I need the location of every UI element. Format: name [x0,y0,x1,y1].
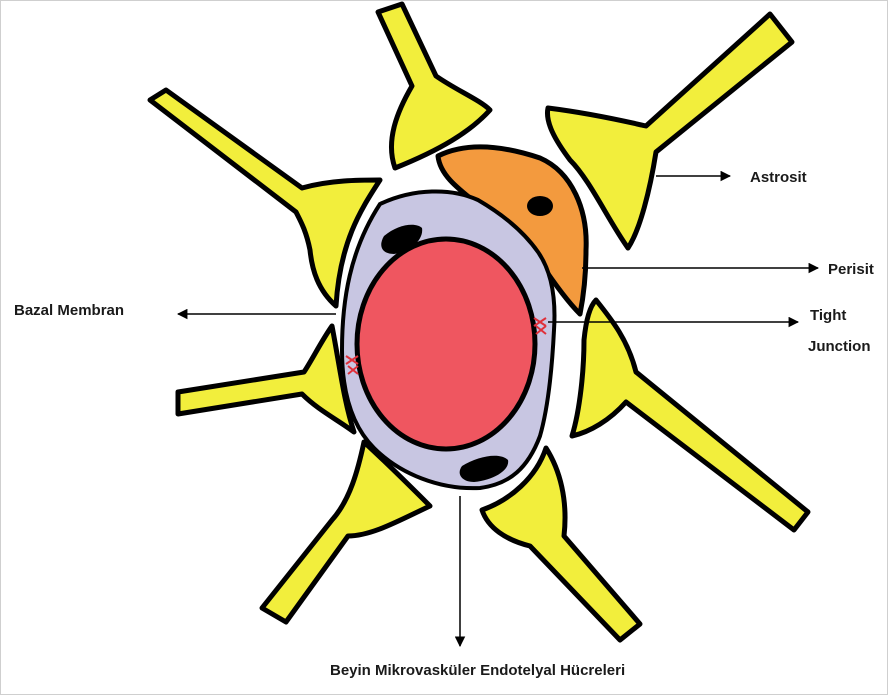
astrocyte-process-top-left [150,90,380,306]
label-perisit: Perisit [828,261,874,278]
label-astrosit: Astrosit [750,169,807,186]
label-endotel: Beyin Mikrovasküler Endotelyal Hücreleri [330,662,625,679]
astrocyte-process-left [178,326,354,432]
astrocyte-process-top [378,4,490,168]
label-junction: Junction [808,338,871,355]
astrocyte-process-right [572,300,808,530]
label-bazal-membran: Bazal Membran [14,302,124,319]
capillary-lumen [357,239,535,449]
label-tight: Tight [810,307,846,324]
pericyte-nucleus [527,196,553,216]
